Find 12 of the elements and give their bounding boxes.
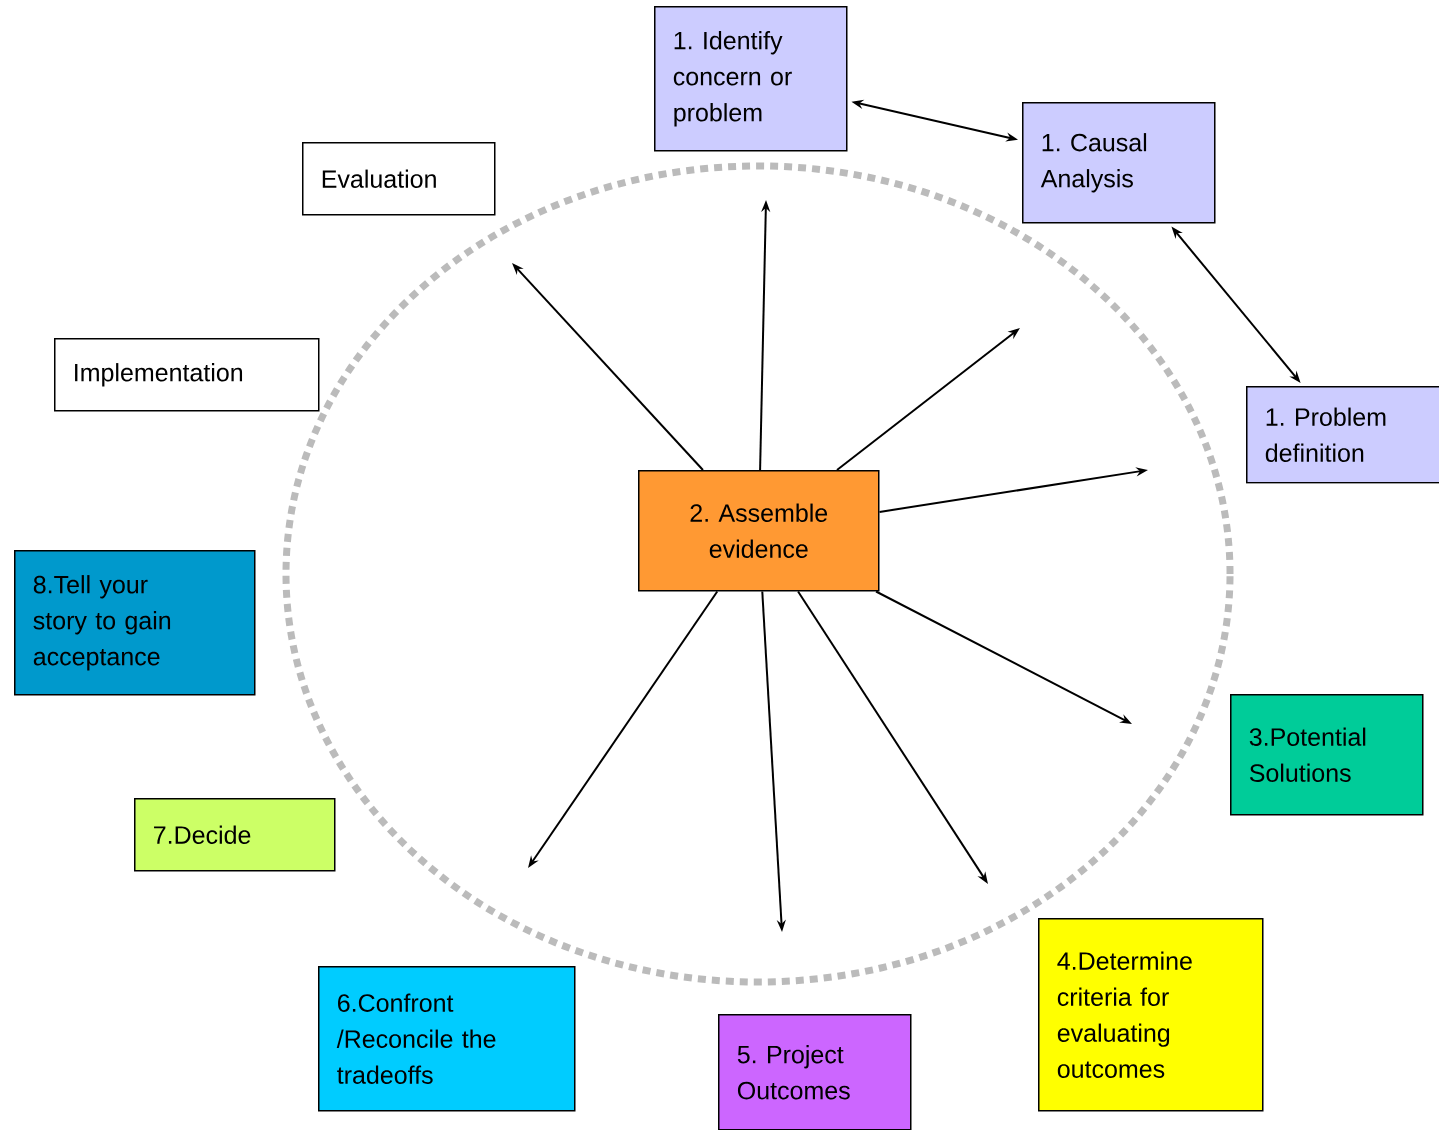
process-box: 1. Identify concern or problem — [654, 6, 848, 152]
process-box: 7.Decide — [134, 798, 336, 872]
process-box: 3.Potential Solutions — [1230, 694, 1424, 816]
process-box: 1. Problem definition — [1246, 386, 1439, 484]
process-box: 5. Project Outcomes — [718, 1014, 912, 1130]
process-box: Implementation — [54, 338, 320, 412]
process-box: 2. Assemble evidence — [638, 470, 880, 592]
process-box: Evaluation — [302, 142, 496, 216]
process-box: 4.Determine criteria for evaluating outcomes — [1038, 918, 1264, 1112]
process-box: 6.Confront /Reconcile the tradeoffs — [318, 966, 576, 1112]
process-box: 1. Causal Analysis — [1022, 102, 1216, 224]
process-box: 8.Tell your story to gain acceptance — [14, 550, 256, 696]
